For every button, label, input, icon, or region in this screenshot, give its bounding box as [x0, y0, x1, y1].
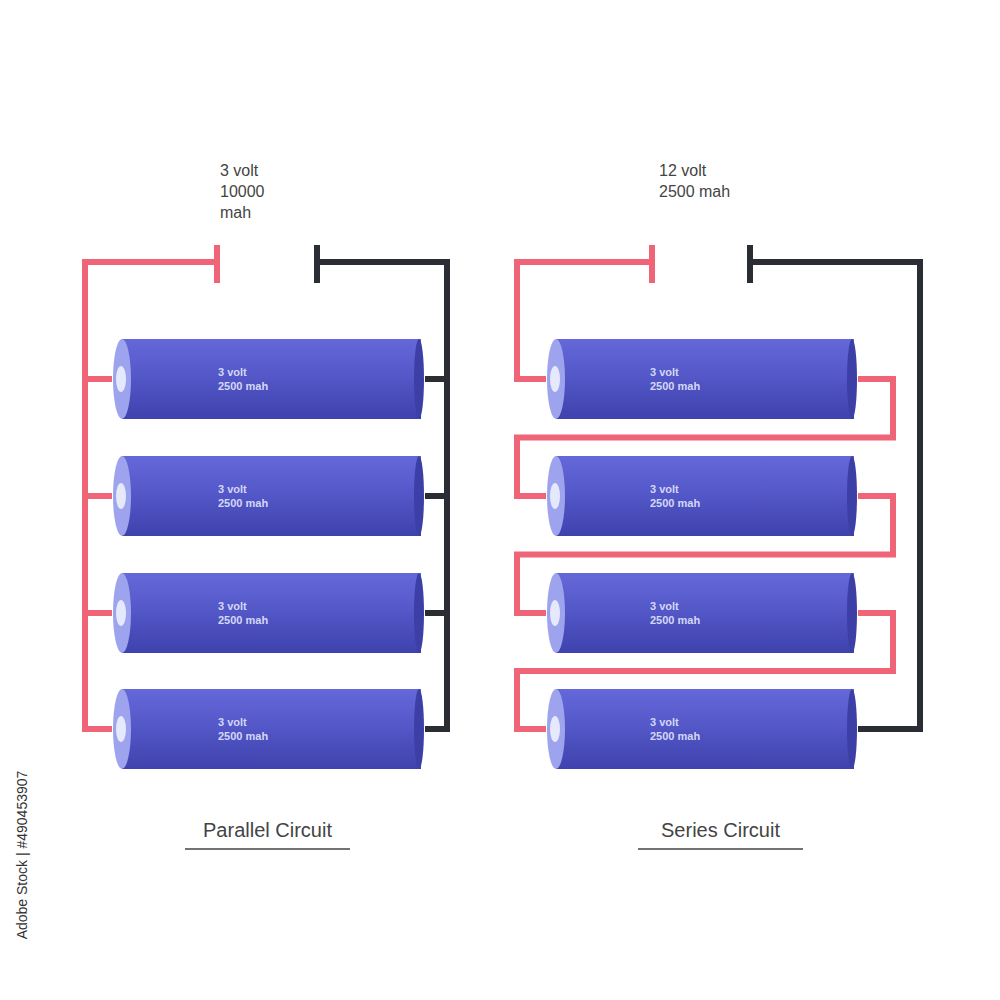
positive-terminal: [649, 245, 655, 283]
battery-body: [546, 573, 858, 653]
negative-terminal: [314, 245, 320, 283]
battery-body: [112, 339, 425, 419]
connecting-wire: [425, 379, 447, 496]
watermark: Adobe Stock | #490453907: [13, 771, 31, 940]
negative-terminal: [747, 245, 753, 283]
connecting-wire: [425, 496, 447, 613]
battery-cell: 3 volt 2500 mah: [546, 689, 858, 769]
connecting-wire: [85, 496, 112, 613]
connecting-wire: [85, 379, 112, 496]
battery-body: [546, 339, 858, 419]
battery-rating: 3 volt 2500 mah: [650, 715, 704, 743]
battery-cell: 3 volt 2500 mah: [546, 573, 858, 653]
battery-body: [546, 456, 858, 536]
battery-cell: 3 volt 2500 mah: [546, 339, 858, 419]
battery-cell: 3 volt 2500 mah: [112, 573, 425, 653]
battery-cell: 3 volt 2500 mah: [112, 456, 425, 536]
pack-rating: 12 volt 2500 mah: [659, 160, 739, 202]
battery-body: [112, 456, 425, 536]
battery-cell: 3 volt 2500 mah: [112, 689, 425, 769]
battery-rating: 3 volt 2500 mah: [650, 599, 704, 627]
title-underline: [185, 848, 350, 850]
circuit-title: Parallel Circuit: [150, 817, 385, 843]
positive-terminal: [214, 245, 220, 283]
battery-rating: 3 volt 2500 mah: [650, 365, 704, 393]
battery-body: [546, 689, 858, 769]
pack-rating: 3 volt 10000 mah: [220, 160, 300, 223]
title-underline: [638, 848, 803, 850]
battery-body: [112, 573, 425, 653]
battery-cell: 3 volt 2500 mah: [112, 339, 425, 419]
battery-rating: 3 volt 2500 mah: [218, 365, 272, 393]
connecting-wire: [425, 613, 447, 729]
battery-cell: 3 volt 2500 mah: [546, 456, 858, 536]
battery-rating: 3 volt 2500 mah: [650, 482, 704, 510]
battery-rating: 3 volt 2500 mah: [218, 715, 272, 743]
connecting-wire: [85, 613, 112, 729]
battery-rating: 3 volt 2500 mah: [218, 482, 272, 510]
battery-body: [112, 689, 425, 769]
circuit-title: Series Circuit: [603, 817, 838, 843]
battery-rating: 3 volt 2500 mah: [218, 599, 272, 627]
